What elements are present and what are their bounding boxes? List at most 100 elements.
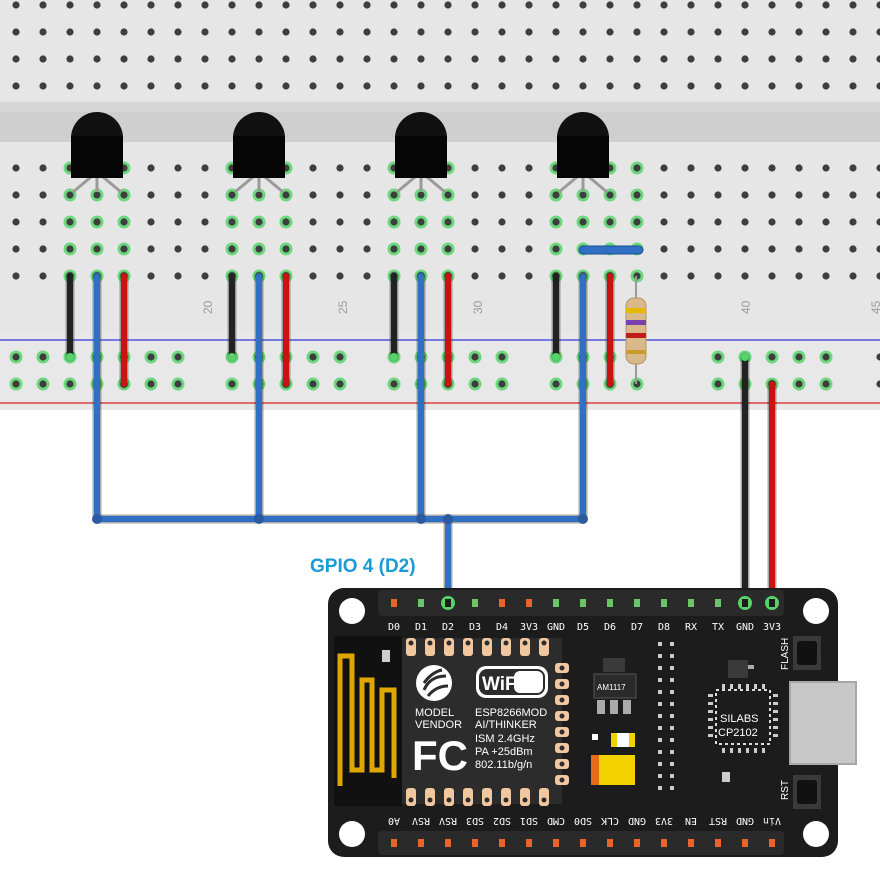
bottom-pin-label: SD2 — [493, 815, 511, 826]
svg-text:SILABS: SILABS — [720, 713, 759, 725]
bottom-pin-label: SD0 — [574, 815, 592, 826]
header-pin — [472, 599, 478, 607]
top-pin-label: D5 — [577, 622, 589, 633]
module-spec: 802.11b/g/n — [475, 759, 532, 771]
bottom-pin-label: SD1 — [520, 815, 538, 826]
header-pin — [526, 599, 532, 607]
header-pin — [688, 599, 694, 607]
header-pin — [607, 599, 613, 607]
header-pin — [580, 599, 586, 607]
header-pin — [634, 839, 640, 847]
transistor — [233, 112, 285, 194]
header-pin — [445, 839, 451, 847]
header-pin — [580, 839, 586, 847]
bottom-pin-label: EN — [685, 815, 697, 826]
mount-hole — [339, 598, 365, 624]
header-pin — [472, 839, 478, 847]
bottom-pin-label: GND — [736, 815, 754, 826]
wifi-logo-text: WiFi — [482, 674, 522, 695]
bottom-pin-label: SD3 — [466, 815, 484, 826]
resistor — [625, 276, 647, 384]
bottom-pin-label: CLK — [601, 815, 619, 826]
bottom-pin-label: RST — [709, 815, 727, 826]
breadboard: 20 25 30 40 45 — [0, 0, 880, 410]
espressif-logo — [416, 665, 452, 701]
header-pin — [607, 839, 613, 847]
column-label: 45 — [869, 300, 880, 314]
bottom-pin-label: A0 — [388, 815, 400, 826]
header-pin — [688, 839, 694, 847]
pcb-antenna — [337, 653, 397, 786]
module-spec: ESP8266MOD — [475, 707, 547, 719]
bottom-pin-label: GND — [628, 815, 646, 826]
module-spec: AI/THINKER — [475, 719, 537, 731]
header-pin — [553, 839, 559, 847]
jumper-wire — [578, 245, 644, 255]
column-label: 25 — [336, 300, 350, 314]
module-label-vendor: VENDOR — [415, 719, 462, 731]
rst-button-label: RST — [780, 780, 791, 800]
mount-hole — [803, 821, 829, 847]
esp8266-module: WiFi MODEL VENDOR ESP8266MOD AI/THINKER … — [402, 638, 569, 806]
gpio-label: GPIO 4 (D2) — [310, 556, 416, 577]
top-pin-label: D1 — [415, 622, 427, 633]
bottom-pin-label: CMD — [547, 815, 565, 826]
mount-hole — [339, 821, 365, 847]
transistor — [557, 112, 609, 194]
fc-logo: FC — [412, 732, 468, 779]
column-labels: 20 25 30 40 45 — [201, 300, 880, 314]
header-pin — [661, 839, 667, 847]
top-pin-label: D4 — [496, 622, 508, 633]
mount-hole — [803, 598, 829, 624]
header-pin — [499, 839, 505, 847]
svg-text:CP2102: CP2102 — [718, 727, 758, 739]
column-label: 30 — [471, 300, 485, 314]
header-pin — [769, 839, 775, 847]
header-pin — [418, 599, 424, 607]
bottom-header-pins — [391, 839, 775, 847]
wires — [65, 271, 777, 607]
header-pin — [715, 839, 721, 847]
top-pin-label: D2 — [442, 622, 454, 633]
header-pin — [499, 599, 505, 607]
transistor-group — [71, 112, 609, 194]
flash-button-label: FLASH — [780, 638, 791, 670]
svg-text:AM1117: AM1117 — [597, 683, 626, 692]
header-pin — [418, 839, 424, 847]
pcb-traces — [658, 642, 778, 790]
bottom-pin-label: RSV — [412, 815, 430, 826]
top-pin-label: GND — [736, 622, 754, 633]
column-label: 40 — [739, 300, 753, 314]
top-header-pins — [391, 596, 779, 610]
top-pin-label: GND — [547, 622, 565, 633]
top-pin-label: D8 — [658, 622, 670, 633]
header-pin — [742, 839, 748, 847]
module-spec: ISM 2.4GHz — [475, 733, 535, 745]
column-label: 20 — [201, 300, 215, 314]
top-pin-label: 3V3 — [520, 622, 538, 633]
voltage-regulator: AM1117 — [593, 658, 637, 714]
header-pin — [553, 599, 559, 607]
header-pin — [634, 599, 640, 607]
transistor — [395, 112, 447, 194]
header-pin — [769, 599, 775, 607]
header-pin — [742, 599, 748, 607]
usb-uart-chip: SILABS CP2102 — [715, 689, 771, 745]
bottom-pin-label: Vin — [763, 815, 781, 826]
header-pin — [526, 839, 532, 847]
module-spec: PA +25dBm — [475, 746, 533, 758]
top-pin-label: 3V3 — [763, 622, 781, 633]
header-pin — [445, 599, 451, 607]
header-pin — [661, 599, 667, 607]
header-pin — [391, 599, 397, 607]
transistor — [71, 112, 123, 194]
top-pin-label: RX — [685, 622, 697, 633]
power-rail — [0, 332, 880, 410]
module-label-model: MODEL — [415, 707, 454, 719]
bottom-pin-label: 3V3 — [655, 815, 673, 826]
top-pin-label: D6 — [604, 622, 616, 633]
